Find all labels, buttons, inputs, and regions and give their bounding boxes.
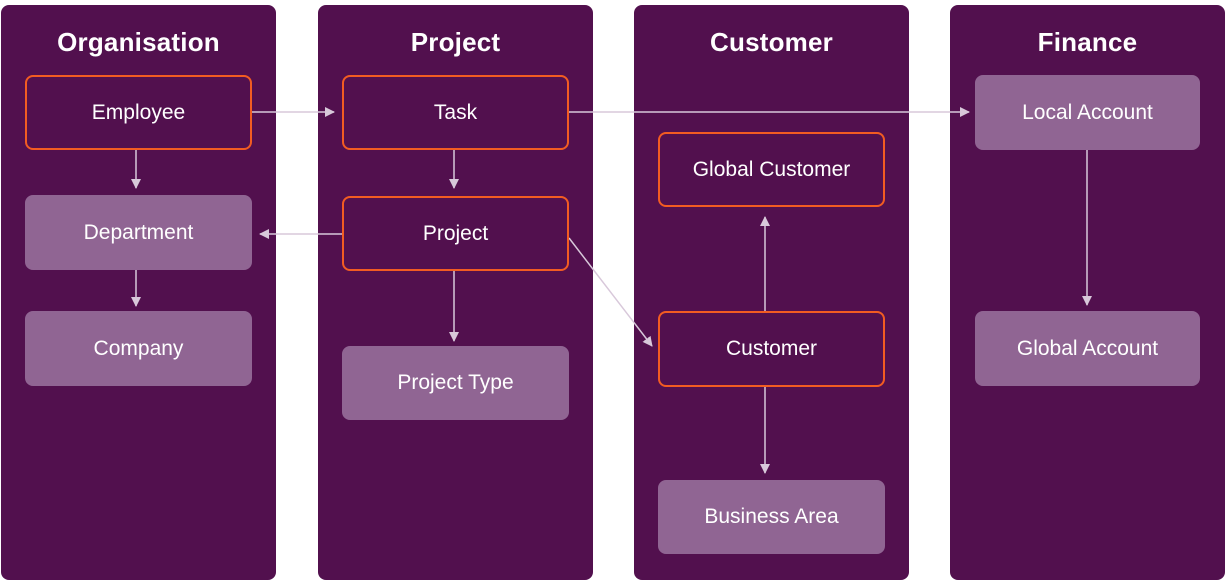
node-department: Department xyxy=(25,195,252,270)
column-title-project: Project xyxy=(410,27,501,57)
node-company: Company xyxy=(25,311,252,386)
node-project: Project xyxy=(342,196,569,271)
node-customer: Customer xyxy=(658,311,885,387)
node-global-customer: Global Customer xyxy=(658,132,885,207)
node-global-account: Global Account xyxy=(975,311,1200,386)
node-employee: Employee xyxy=(25,75,252,150)
column-title-finance: Finance xyxy=(1037,27,1138,57)
node-task: Task xyxy=(342,75,569,150)
column-title-organisation: Organisation xyxy=(57,27,220,57)
node-business-area: Business Area xyxy=(658,480,885,554)
column-title-customer: Customer xyxy=(710,27,833,57)
node-project-type: Project Type xyxy=(342,346,569,420)
node-local-account: Local Account xyxy=(975,75,1200,150)
